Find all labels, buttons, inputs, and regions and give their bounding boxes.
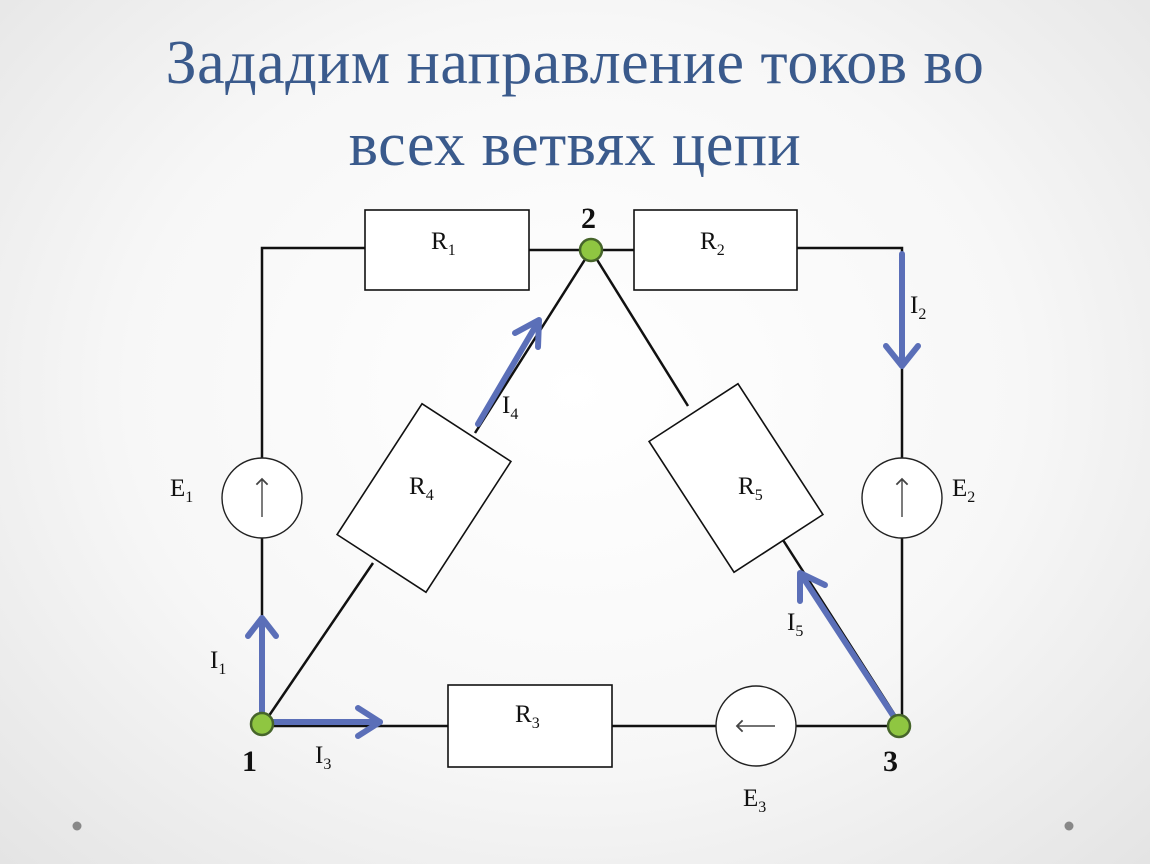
label-r4: R4 bbox=[409, 473, 434, 504]
source-e3 bbox=[715, 685, 797, 767]
wires bbox=[260, 246, 904, 728]
current-arrow-i5 bbox=[797, 570, 899, 723]
node-1 bbox=[249, 711, 275, 737]
title-line-1: Зададим направление токов во bbox=[165, 29, 985, 97]
label-e2: E2 bbox=[952, 475, 975, 506]
label-i1: I1 bbox=[210, 647, 226, 678]
resistor-r1 bbox=[364, 209, 530, 291]
node-2 bbox=[578, 237, 604, 263]
label-r1: R1 bbox=[431, 228, 456, 259]
label-e3: E3 bbox=[743, 785, 766, 816]
label-e1: E1 bbox=[170, 475, 193, 506]
wire-top-left bbox=[260, 246, 365, 458]
resistor-r4 bbox=[335, 402, 513, 594]
label-r5: R5 bbox=[738, 473, 763, 504]
label-i2: I2 bbox=[910, 292, 926, 323]
node-label-2: 2 bbox=[581, 202, 596, 235]
source-e2 bbox=[861, 457, 943, 539]
current-arrow-i1 bbox=[245, 615, 279, 723]
label-r3: R3 bbox=[515, 701, 540, 732]
slide-title: Зададим направление токов во всех ветвях… bbox=[0, 22, 1150, 186]
resistor-r2 bbox=[633, 209, 798, 291]
resistor-r5 bbox=[647, 382, 825, 574]
node-label-3: 3 bbox=[883, 745, 898, 778]
current-arrow-i4 bbox=[475, 317, 542, 427]
node-label-1: 1 bbox=[242, 745, 257, 778]
source-e1 bbox=[221, 457, 303, 539]
wire-node1-r4 bbox=[260, 562, 375, 727]
label-r2: R2 bbox=[700, 228, 725, 259]
wire-r4-node2 bbox=[473, 249, 593, 434]
label-i4: I4 bbox=[502, 392, 518, 423]
title-line-2: всех ветвях цепи bbox=[348, 111, 802, 179]
resistor-r3 bbox=[447, 684, 613, 768]
wire-top-right bbox=[797, 246, 904, 460]
wire-node2-r5 bbox=[589, 249, 690, 407]
corner-dot-left bbox=[72, 821, 82, 831]
current-arrow-i2 bbox=[883, 251, 921, 369]
label-i3: I3 bbox=[315, 742, 331, 773]
label-i5: I5 bbox=[787, 609, 803, 640]
current-arrow-i3 bbox=[265, 705, 383, 739]
corner-dot-right bbox=[1064, 821, 1074, 831]
node-3 bbox=[886, 713, 912, 739]
